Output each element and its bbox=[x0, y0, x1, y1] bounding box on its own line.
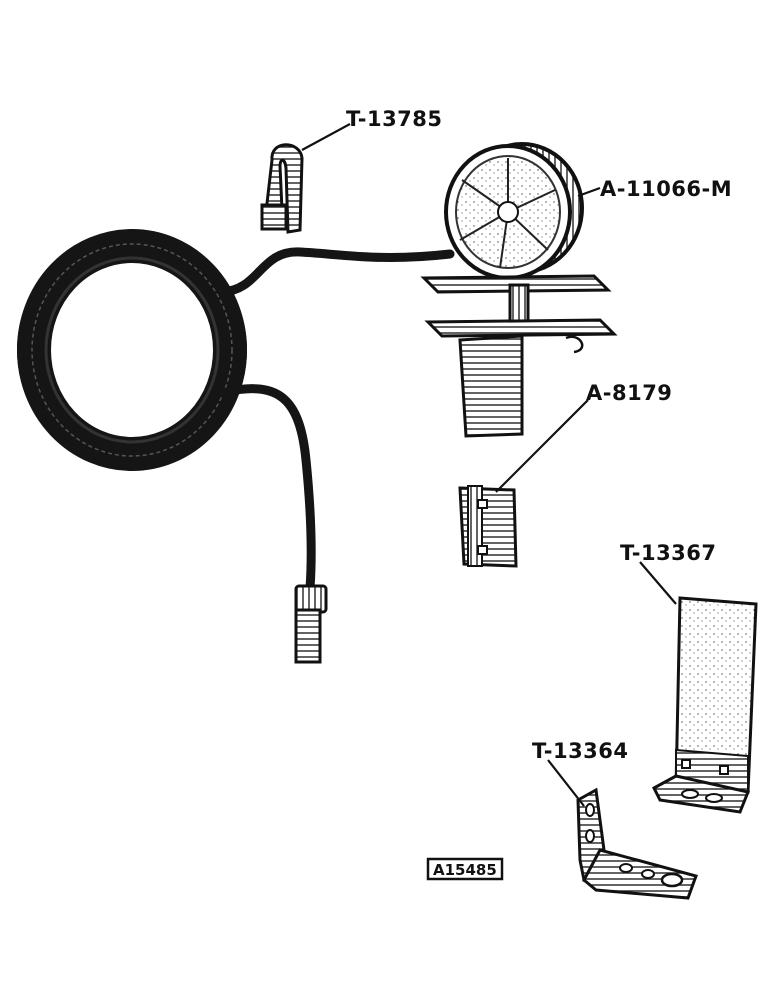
clip-part bbox=[260, 143, 304, 234]
cable-to-lamp bbox=[217, 247, 455, 297]
leader-lamp bbox=[577, 186, 601, 198]
leader-clip bbox=[301, 123, 351, 151]
cable-to-plug bbox=[221, 384, 316, 593]
lamp-assembly bbox=[420, 142, 618, 438]
connector-plug bbox=[294, 584, 328, 664]
leader-angle-bracket bbox=[547, 759, 585, 807]
label-small-bracket: A-8179 bbox=[586, 381, 672, 405]
leader-large-bracket bbox=[639, 561, 677, 605]
figure-id-badge: A15485 bbox=[426, 857, 504, 881]
cable-coil bbox=[17, 229, 247, 471]
label-large-bracket: T-13367 bbox=[620, 541, 717, 565]
label-angle-bracket: T-13364 bbox=[532, 739, 629, 763]
label-clip: T-13785 bbox=[346, 107, 443, 131]
figure-id: A15485 bbox=[433, 861, 497, 879]
large-bracket-part bbox=[652, 596, 758, 814]
angle-bracket-part bbox=[576, 787, 698, 900]
label-lamp: A-11066-M bbox=[600, 177, 732, 201]
small-bracket-part bbox=[458, 485, 518, 568]
leader-small-bracket bbox=[495, 399, 589, 493]
